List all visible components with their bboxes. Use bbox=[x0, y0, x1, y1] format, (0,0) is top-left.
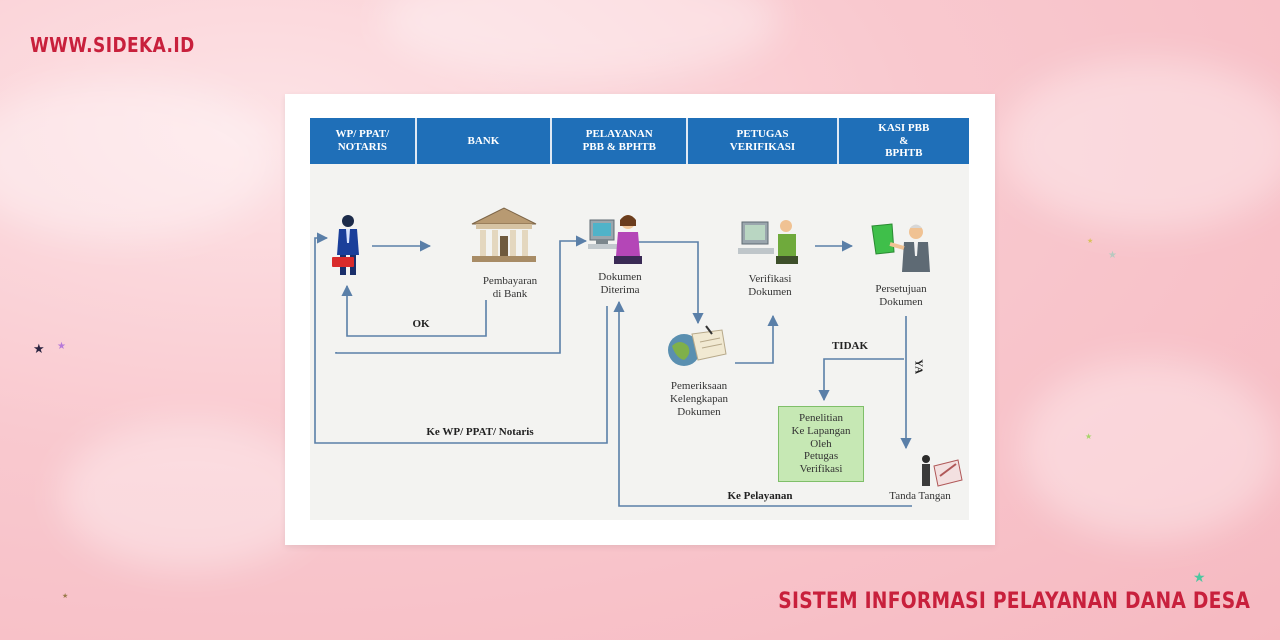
lane-wp-ppat-notaris: WP/ PPAT/ NOTARIS bbox=[310, 118, 417, 164]
flow-diagram: WP/ PPAT/ NOTARIS BANK PELAYANAN PBB & B… bbox=[310, 118, 969, 520]
node-verifikasi-dokumen: Verifikasi Dokumen bbox=[748, 273, 792, 299]
bg-cloud bbox=[380, 0, 780, 80]
arrow-to-pemeriksaan bbox=[636, 241, 704, 325]
swimlane-header: WP/ PPAT/ NOTARIS BANK PELAYANAN PBB & B… bbox=[310, 118, 969, 164]
edge-label-ke-pelayanan: Ke Pelayanan bbox=[727, 490, 793, 502]
businessman-icon bbox=[332, 215, 359, 275]
lane-pelayanan: PELAYANAN PBB & BPHTB bbox=[552, 118, 689, 164]
node-pemeriksaan-kelengkapan: Pemeriksaan Kelengkapan Dokumen bbox=[669, 380, 729, 419]
arrow-to-verifikasi bbox=[735, 314, 779, 364]
site-brand[interactable]: WWW.SIDEKA.ID bbox=[30, 33, 195, 57]
bg-cloud bbox=[60, 420, 320, 570]
star-icon: ★ bbox=[1193, 570, 1206, 586]
star-icon: ★ bbox=[1085, 432, 1093, 441]
lane-petugas-verifikasi: PETUGAS VERIFIKASI bbox=[688, 118, 839, 164]
globe-documents-icon bbox=[668, 325, 727, 366]
arrow-to-dokumen bbox=[335, 235, 588, 354]
node-penelitian-ke-lapangan: Penelitian Ke Lapangan Oleh Petugas Veri… bbox=[778, 406, 864, 482]
star-icon: ★ bbox=[62, 592, 69, 600]
arrow-ke-pelayanan bbox=[613, 300, 912, 507]
page-footer-title: SISTEM INFORMASI PELAYANAN DANA DESA bbox=[778, 589, 1250, 614]
bg-cloud bbox=[1000, 60, 1280, 230]
edge-label-ok: OK bbox=[412, 318, 430, 330]
diagram-card: WP/ PPAT/ NOTARIS BANK PELAYANAN PBB & B… bbox=[285, 94, 995, 545]
node-tanda-tangan: Tanda Tangan bbox=[889, 490, 951, 502]
approver-icon bbox=[871, 223, 930, 272]
star-icon: ★ bbox=[1108, 250, 1117, 261]
node-persetujuan-dokumen: Persetujuan Dokumen bbox=[875, 283, 927, 309]
computer-verifier-icon bbox=[738, 220, 798, 264]
arrow-ke-wp bbox=[314, 232, 608, 444]
arrow-ok bbox=[341, 284, 487, 337]
arrow-tidak bbox=[818, 358, 904, 402]
signing-icon bbox=[922, 455, 963, 487]
node-pembayaran-di-bank: Pembayaran di Bank bbox=[482, 275, 538, 301]
lane-kasi-pbb: KASI PBB & BPHTB bbox=[878, 122, 930, 160]
star-icon: ★ bbox=[57, 341, 66, 352]
edge-label-tidak: TIDAK bbox=[831, 340, 869, 352]
computer-operator-icon bbox=[588, 215, 642, 264]
bank-building-icon bbox=[471, 207, 537, 262]
star-icon: ★ bbox=[33, 342, 45, 357]
star-icon: ★ bbox=[1087, 237, 1094, 245]
bg-cloud bbox=[1020, 360, 1280, 540]
edge-label-ya: YA bbox=[912, 359, 925, 375]
lane-bank: BANK bbox=[417, 118, 553, 164]
flow-arrows bbox=[314, 232, 912, 507]
edge-label-ke-wp: Ke WP/ PPAT/ Notaris bbox=[426, 426, 534, 438]
bg-cloud bbox=[0, 80, 280, 240]
node-dokumen-diterima: Dokumen Diterima bbox=[598, 271, 642, 297]
